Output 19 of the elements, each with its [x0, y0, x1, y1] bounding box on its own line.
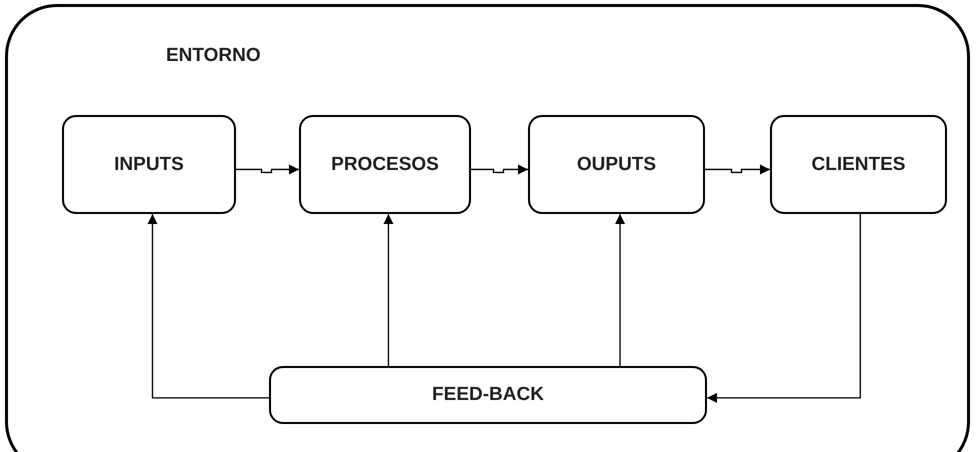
process-box [770, 115, 947, 214]
box-label: INPUTS [114, 154, 184, 176]
frame-heading: ENTORNO [166, 45, 261, 67]
arrow [383, 214, 394, 366]
box-label: OUPUTS [576, 154, 656, 176]
box-label: PROCESOS [331, 154, 439, 176]
arrow [471, 164, 528, 174]
process-box [528, 115, 705, 214]
environment-frame [5, 4, 970, 452]
box-label: CLIENTES [812, 154, 906, 176]
arrow [707, 214, 861, 403]
arrow [147, 214, 269, 399]
arrow [615, 214, 626, 366]
arrow [236, 164, 299, 174]
box-label: FEED-BACK [432, 384, 544, 406]
arrow [705, 164, 770, 174]
process-box [299, 115, 471, 214]
process-box [269, 366, 707, 424]
process-box [62, 115, 236, 214]
